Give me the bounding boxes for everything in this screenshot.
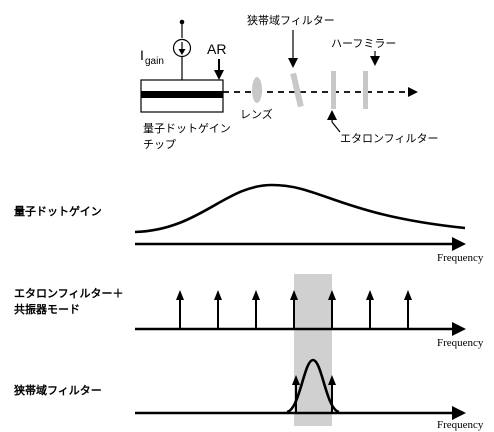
lens: [252, 77, 262, 103]
filter-panel: 狭帯域フィルター Frequency: [13, 358, 484, 431]
chip-label-line1: 量子ドットゲイン: [143, 122, 231, 135]
ar-label: AR: [207, 41, 226, 57]
current-subscript: gain: [145, 56, 164, 67]
filter-mode-left-head: [292, 375, 300, 385]
half-mirror: [363, 71, 368, 109]
mode-arrows: [176, 290, 412, 328]
etalon-filter-label: エタロンフィルター: [340, 132, 438, 145]
gain-axis-arrow-head: [452, 237, 466, 251]
filter-panel-label: 狭帯域フィルター: [13, 383, 102, 397]
beam-arrow-head: [408, 87, 418, 97]
mode-arrow-head-5: [328, 290, 336, 300]
lens-label: レンズ: [240, 107, 273, 121]
setup-schematic: I gain AR 量子ドットゲイン チップ レンズ 狭帯域フィルター エタロン…: [140, 14, 438, 151]
active-layer: [141, 91, 223, 98]
modes-axis-label: Frequency: [437, 337, 484, 349]
modes-panel-label-line2: 共振器モード: [14, 302, 80, 316]
current-label: I: [140, 47, 144, 63]
narrowband-filter: [290, 72, 304, 108]
gain-panel-label: 量子ドットゲイン: [14, 204, 102, 218]
passband-band: [294, 274, 332, 426]
filter-mode-right-head: [328, 375, 336, 385]
etalon-filter-leader: [331, 121, 341, 133]
gain-curve: [134, 183, 466, 234]
mode-arrow-head-7: [404, 290, 412, 300]
chip-label-line2: チップ: [143, 138, 176, 151]
filter-axis-arrow-head: [452, 406, 466, 420]
etalon-filter: [331, 71, 336, 109]
mode-arrow-head-6: [366, 290, 374, 300]
gain-panel: 量子ドットゲイン Frequency: [14, 183, 484, 264]
filter-axis-label: Frequency: [437, 419, 484, 431]
mode-arrow-head-1: [176, 290, 184, 300]
modes-panel: エタロンフィルター＋ 共振器モード Frequency: [14, 287, 484, 349]
mode-arrow-head-3: [252, 290, 260, 300]
mode-arrow-head-2: [214, 290, 222, 300]
narrowband-filter-label: 狭帯域フィルター: [247, 14, 335, 27]
terminal-dot: [179, 19, 185, 25]
mode-arrow-head-4: [290, 290, 298, 300]
modes-axis-arrow-head: [452, 322, 466, 336]
filter-transmission-curve: [286, 358, 340, 414]
gain-axis-label: Frequency: [437, 252, 484, 264]
current-source-arrow-head: [178, 49, 186, 55]
modes-panel-label-line1: エタロンフィルター＋: [14, 287, 123, 300]
half-mirror-label: ハーフミラー: [331, 37, 396, 50]
